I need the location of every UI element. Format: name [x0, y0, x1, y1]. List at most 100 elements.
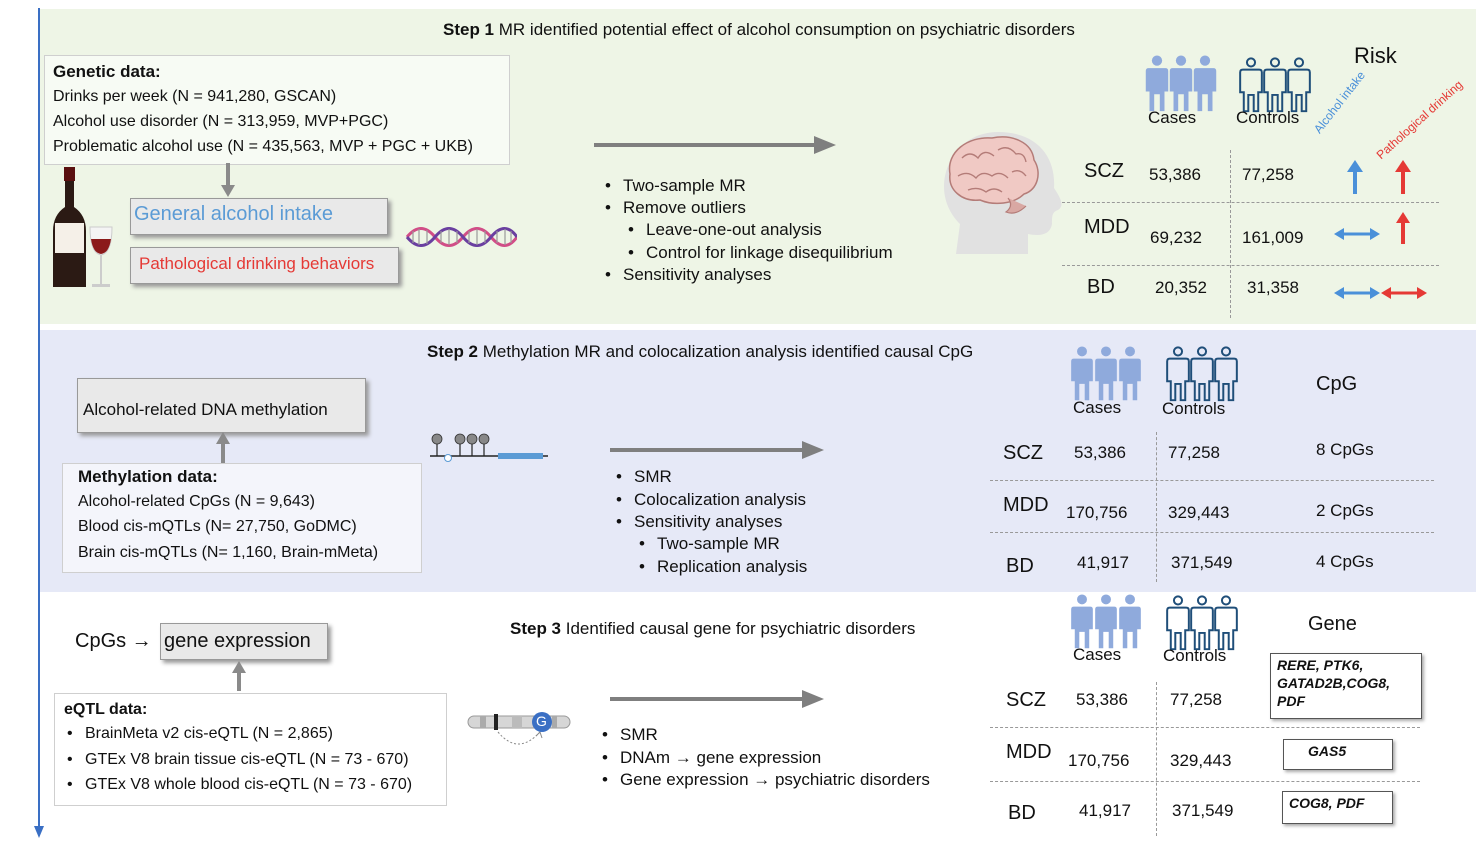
step1-divider-2: [1062, 265, 1439, 266]
step2-row2-controls: 329,443: [1168, 503, 1230, 522]
step2-title-bold: Step 2: [427, 342, 479, 361]
step1-row3-controls: 31,358: [1247, 278, 1299, 297]
timeline-arrow: [34, 8, 44, 838]
step2-divider-1: [990, 480, 1434, 481]
gene-expression-label: gene expression: [164, 630, 311, 652]
methylation-lollipop-icon: [430, 433, 548, 462]
step3-row3-controls: 371,549: [1172, 801, 1234, 820]
general-alcohol-intake-box: [130, 198, 388, 235]
mdd-gene-line-1: GAS5: [1308, 743, 1347, 759]
gene-label: Gene: [1308, 613, 1357, 635]
step3-flow-arrow: [610, 690, 824, 708]
step2-method-5: Replication analysis: [639, 557, 807, 577]
step2-method-4: Two-sample MR: [639, 534, 780, 554]
step1-row3-cases: 20,352: [1155, 278, 1207, 297]
scz-pathological-up-arrow: [1395, 160, 1411, 194]
scz-alcohol-intake-up-arrow: [1347, 160, 1363, 194]
step3-row2-cases: 170,756: [1068, 751, 1130, 770]
step1-row3-disorder: BD: [1087, 276, 1115, 298]
scz-gene-line-3: PDF: [1277, 693, 1305, 709]
step2-cases-people-icon: [1071, 346, 1141, 401]
scz-gene-line-2: GATAD2B,COG8,: [1277, 675, 1391, 691]
step2-row1-cases: 53,386: [1074, 443, 1126, 462]
step2-row3-controls: 371,549: [1171, 553, 1233, 572]
step1-method-2: Remove outliers: [605, 198, 746, 218]
step3-row2-disorder: MDD: [1006, 741, 1052, 763]
step1-row1-cases: 53,386: [1149, 165, 1201, 184]
step1-title-bold: Step 1: [443, 20, 495, 39]
step3-divider-2: [990, 781, 1420, 782]
bd-gene-line-1: COG8, PDF: [1289, 795, 1365, 811]
step2-title: Step 2 Methylation MR and colocalization…: [427, 342, 973, 362]
brain-head-icon: [944, 132, 1062, 254]
step2-row2-result: 2 CpGs: [1316, 501, 1374, 520]
step3-method-2: DNAm → gene expression: [602, 748, 821, 768]
step3-title-bold: Step 3: [510, 619, 562, 638]
step2-row3-cases: 41,917: [1077, 553, 1129, 572]
bd-genes-box: COG8, PDF: [1282, 791, 1393, 824]
eqtl-line-1: BrainMeta v2 cis-eQTL (N = 2,865): [67, 725, 333, 743]
dna-methylation-label: Alcohol-related DNA methylation: [83, 400, 328, 419]
step2-cases-label: Cases: [1073, 398, 1122, 417]
step3-controls-people-icon: [1166, 595, 1238, 651]
step3-row1-cases: 53,386: [1076, 690, 1128, 709]
pathological-drinking-box: [130, 247, 399, 284]
genetic-line-3: Problematic alcohol use (N = 435,563, MV…: [53, 138, 473, 155]
step3-controls-label: Controls: [1163, 646, 1227, 665]
step3-row3-disorder: BD: [1008, 802, 1036, 824]
methylation-data-box: [62, 463, 422, 573]
step1-method-5: Sensitivity analyses: [605, 265, 771, 285]
step1-row2-disorder: MDD: [1084, 216, 1130, 238]
step2-row3-disorder: BD: [1006, 555, 1034, 577]
eqtl-line-3: GTEx V8 whole blood cis-eQTL (N = 73 - 6…: [67, 776, 412, 794]
eqtl-data-heading: eQTL data:: [64, 701, 148, 718]
step1-flow-arrow: [594, 136, 836, 154]
cases-people-icon: [1145, 55, 1217, 112]
dna-methylation-box: [77, 378, 366, 433]
bd-alcohol-intake-null-arrow: [1334, 287, 1380, 299]
step2-flow-arrow: [610, 441, 824, 459]
meth-line-2: Blood cis-mQTLs (N= 27,750, GoDMC): [78, 518, 357, 535]
step3-cases-label: Cases: [1073, 645, 1122, 664]
mdd-genes-box: GAS5: [1283, 739, 1393, 770]
step2-row3-result: 4 CpGs: [1316, 552, 1374, 571]
mdd-pathological-up-arrow: [1396, 212, 1410, 244]
step2-method-3: Sensitivity analyses: [616, 512, 782, 532]
wine-bottle-icon: [53, 167, 113, 287]
cpgs-arrow-label: CpGs →: [75, 630, 152, 652]
step2-divider-2: [990, 532, 1434, 533]
genetic-data-box: [44, 55, 510, 165]
bd-pathological-null-arrow: [1381, 287, 1427, 299]
up-arrow-icon: [216, 432, 230, 464]
step2-title-text: Methylation MR and colocalization analys…: [478, 342, 974, 361]
cpg-label: CpG: [1316, 373, 1358, 395]
step2-method-2: Colocalization analysis: [616, 490, 806, 510]
genetic-line-2: Alcohol use disorder (N = 313,959, MVP+P…: [53, 113, 389, 130]
step2-col-divider: [1156, 432, 1157, 582]
step1-title: Step 1 MR identified potential effect of…: [443, 20, 1075, 40]
step2-controls-people-icon: [1166, 346, 1238, 402]
meth-line-3: Brain cis-mQTLs (N= 1,160, Brain-mMeta): [78, 544, 379, 561]
step3-cases-people-icon: [1071, 594, 1141, 649]
risk-label: Risk: [1354, 43, 1397, 68]
step3-method-3: Gene expression → psychiatric disorders: [602, 770, 930, 790]
scz-genes-box: RERE, PTK6, GATAD2B,COG8, PDF: [1270, 653, 1422, 719]
step2-method-1: SMR: [616, 467, 672, 487]
genetic-line-1: Drinks per week (N = 941,280, GSCAN): [53, 88, 337, 105]
step3-row1-disorder: SCZ: [1006, 689, 1046, 711]
step1-row2-controls: 161,009: [1242, 228, 1304, 247]
step3-col-divider: [1156, 682, 1157, 836]
step1-cases-label: Cases: [1148, 108, 1197, 127]
step3-up-arrow-icon: [232, 661, 246, 691]
step1-row2-cases: 69,232: [1150, 228, 1202, 247]
step2-row2-cases: 170,756: [1066, 503, 1128, 522]
step2-row1-result: 8 CpGs: [1316, 440, 1374, 459]
eqtl-line-2: GTEx V8 brain tissue cis-eQTL (N = 73 - …: [67, 751, 409, 769]
step3-row1-controls: 77,258: [1170, 690, 1222, 709]
step3-title: Step 3 Identified causal gene for psychi…: [510, 619, 915, 639]
step1-row1-controls: 77,258: [1242, 165, 1294, 184]
scz-gene-line-1: RERE, PTK6,: [1277, 657, 1364, 673]
dna-helix-icon: [405, 227, 517, 247]
step2-row2-disorder: MDD: [1003, 494, 1049, 516]
step3-method-1: SMR: [602, 725, 658, 745]
